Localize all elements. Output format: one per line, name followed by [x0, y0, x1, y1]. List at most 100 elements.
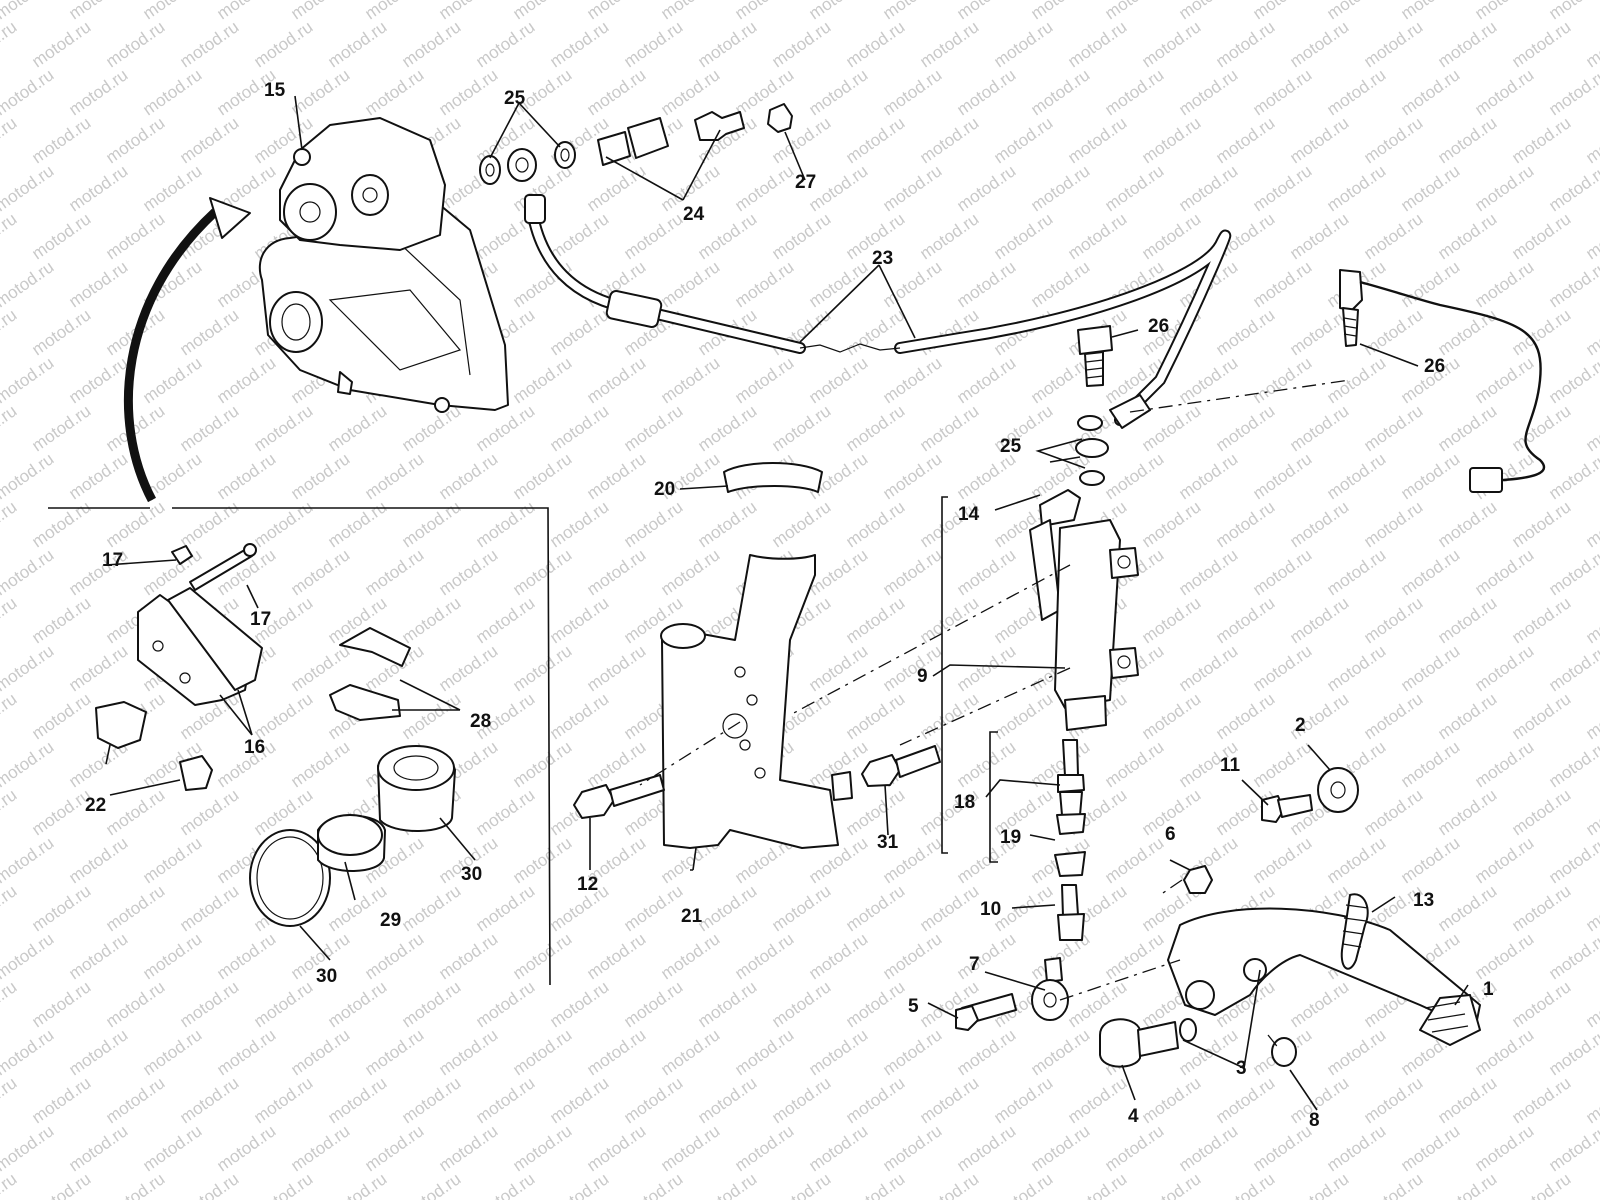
- watermark-text: motod.ru: [546, 977, 612, 1031]
- watermark-text: motod.ru: [1175, 0, 1241, 23]
- watermark-text: motod.ru: [1545, 1025, 1600, 1079]
- watermark-text: motod.ru: [435, 929, 501, 983]
- watermark-text: motod.ru: [361, 1121, 427, 1175]
- watermark-text: motod.ru: [546, 1169, 612, 1200]
- watermark-text: motod.ru: [472, 1169, 538, 1200]
- brake-caliper: [258, 117, 509, 413]
- watermark-text: motod.ru: [1064, 17, 1130, 71]
- watermark-text: motod.ru: [953, 65, 1019, 119]
- watermark-text: motod.ru: [1286, 977, 1352, 1031]
- watermark-text: motod.ru: [1397, 161, 1463, 215]
- watermark-text: motod.ru: [842, 497, 908, 551]
- watermark-text: motod.ru: [102, 113, 168, 167]
- watermark-text: motod.ru: [768, 209, 834, 263]
- watermark-text: motod.ru: [398, 1073, 464, 1127]
- watermark-text: motod.ru: [1286, 497, 1352, 551]
- watermark-text: motod.ru: [139, 353, 205, 407]
- watermark-text: motod.ru: [102, 785, 168, 839]
- watermark-text: motod.ru: [1360, 1073, 1426, 1127]
- callout-27: 27: [795, 172, 816, 193]
- watermark-text: motod.ru: [953, 737, 1019, 791]
- watermark-text: motod.ru: [176, 1169, 242, 1200]
- watermark-text: motod.ru: [1212, 1073, 1278, 1127]
- watermark-text: motod.ru: [768, 1169, 834, 1200]
- watermark-text: motod.ru: [1360, 209, 1426, 263]
- watermark-text: motod.ru: [1508, 1169, 1574, 1200]
- watermark-text: motod.ru: [250, 1073, 316, 1127]
- watermark-text: motod.ru: [657, 929, 723, 983]
- watermark-text: motod.ru: [953, 1025, 1019, 1079]
- watermark-text: motod.ru: [842, 401, 908, 455]
- watermark-text: motod.ru: [620, 497, 686, 551]
- watermark-text: motod.ru: [842, 689, 908, 743]
- watermark-text: motod.ru: [65, 833, 131, 887]
- watermark-text: motod.ru: [1101, 1121, 1167, 1175]
- watermark-text: motod.ru: [509, 353, 575, 407]
- callout-22: 22: [85, 795, 106, 816]
- watermark-text: motod.ru: [287, 1121, 353, 1175]
- watermark-text: motod.ru: [472, 497, 538, 551]
- watermark-text: motod.ru: [657, 65, 723, 119]
- watermark-text: motod.ru: [1545, 65, 1600, 119]
- watermark-text: motod.ru: [1434, 881, 1500, 935]
- watermark-text: motod.ru: [28, 1169, 94, 1200]
- watermark-text: motod.ru: [990, 209, 1056, 263]
- watermark-text: motod.ru: [0, 1169, 20, 1200]
- watermark-text: motod.ru: [28, 1073, 94, 1127]
- callout-25-mid: 25: [1000, 436, 1022, 457]
- watermark-text: motod.ru: [213, 353, 279, 407]
- watermark-text: motod.ru: [1545, 833, 1600, 887]
- watermark-text: motod.ru: [0, 593, 20, 647]
- watermark-text: motod.ru: [176, 305, 242, 359]
- watermark-text: motod.ru: [694, 1073, 760, 1127]
- watermark-text: motod.ru: [250, 17, 316, 71]
- watermark-text: motod.ru: [1323, 161, 1389, 215]
- watermark-text: motod.ru: [1212, 593, 1278, 647]
- callout-30-right: 30: [461, 864, 482, 885]
- watermark-text: motod.ru: [657, 1025, 723, 1079]
- watermark-text: motod.ru: [842, 17, 908, 71]
- watermark-text: motod.ru: [1212, 401, 1278, 455]
- watermark-text: motod.ru: [1323, 353, 1389, 407]
- watermark-text: motod.ru: [1582, 1073, 1600, 1127]
- curved-arrow-outline: [127, 211, 216, 501]
- watermark-text: motod.ru: [1212, 305, 1278, 359]
- watermark-text: motod.ru: [509, 545, 575, 599]
- watermark-text: motod.ru: [435, 1121, 501, 1175]
- watermark-text: motod.ru: [546, 689, 612, 743]
- watermark-text: motod.ru: [176, 785, 242, 839]
- watermark-text: motod.ru: [28, 593, 94, 647]
- watermark-text: motod.ru: [213, 1121, 279, 1175]
- watermark-text: motod.ru: [1360, 497, 1426, 551]
- watermark-text: motod.ru: [509, 1121, 575, 1175]
- watermark-text: motod.ru: [842, 1169, 908, 1200]
- watermark-text: motod.ru: [0, 785, 20, 839]
- watermark-text: motod.ru: [361, 65, 427, 119]
- watermark-text: motod.ru: [361, 0, 427, 23]
- watermark-text: motod.ru: [1508, 305, 1574, 359]
- callout-8: 8: [1309, 1110, 1320, 1131]
- watermark-text: motod.ru: [879, 929, 945, 983]
- banjo-fittings-top: [479, 103, 793, 185]
- watermark-text: motod.ru: [620, 209, 686, 263]
- watermark-text: motod.ru: [28, 305, 94, 359]
- watermark-text: motod.ru: [0, 497, 20, 551]
- watermark-text: motod.ru: [435, 0, 501, 23]
- watermark-text: motod.ru: [546, 17, 612, 71]
- callouts: 15 25 24 27 23 26 26 25 20 14 9 18 19 12…: [85, 80, 1494, 1131]
- watermark-text: motod.ru: [1101, 833, 1167, 887]
- watermark-text: motod.ru: [324, 497, 390, 551]
- watermark-text: motod.ru: [435, 1025, 501, 1079]
- watermark-text: motod.ru: [805, 0, 871, 23]
- callout-7: 7: [969, 954, 980, 975]
- watermark-text: motod.ru: [1397, 737, 1463, 791]
- watermark-text: motod.ru: [361, 545, 427, 599]
- watermark-text: motod.ru: [139, 929, 205, 983]
- watermark-text: motod.ru: [1545, 737, 1600, 791]
- watermark-text: motod.ru: [879, 0, 945, 23]
- watermark-text: motod.ru: [546, 593, 612, 647]
- brake-light-switch: [1339, 269, 1545, 493]
- watermark-text: motod.ru: [1212, 689, 1278, 743]
- watermark-text: motod.ru: [916, 1169, 982, 1200]
- watermark-text: motod.ru: [583, 641, 649, 695]
